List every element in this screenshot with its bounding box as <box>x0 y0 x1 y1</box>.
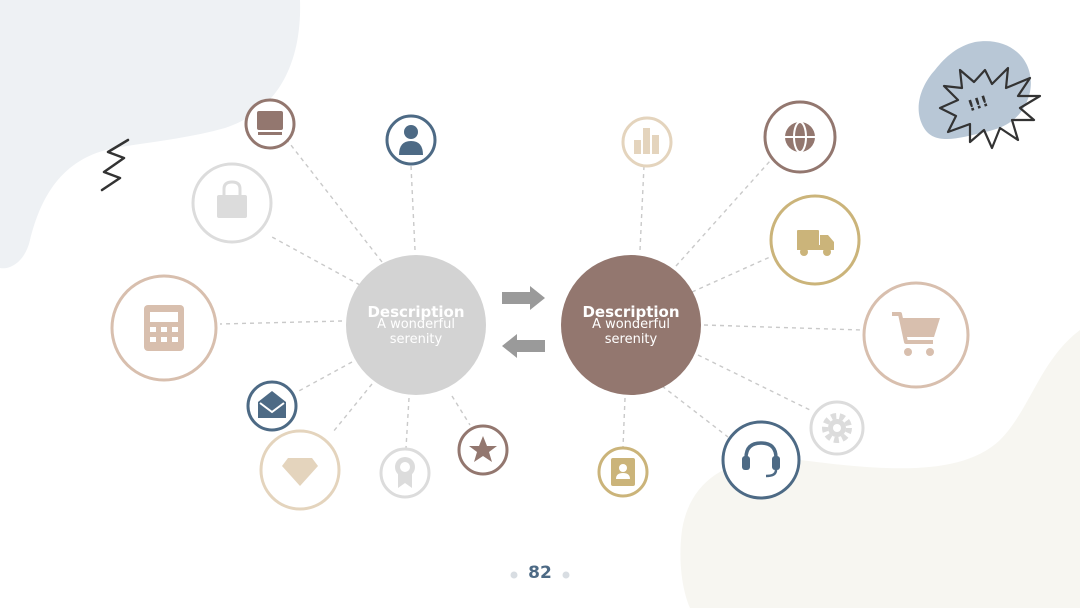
page-number: 82 <box>528 563 552 583</box>
shopping-bag-icon <box>217 180 247 218</box>
hub-right[interactable]: Description A wonderful serenity <box>561 255 701 395</box>
starburst-icon <box>938 66 1042 150</box>
node-star[interactable] <box>457 424 509 476</box>
background-blob-badge <box>918 41 1031 140</box>
node-headset[interactable] <box>721 420 801 500</box>
starburst-badge: !!! <box>938 66 1042 150</box>
award-icon <box>395 457 415 488</box>
calculator-icon <box>144 305 184 351</box>
headset-icon <box>742 441 780 478</box>
shopping-cart-icon <box>892 312 940 356</box>
hub-title: Description <box>582 302 680 321</box>
node-bar-chart[interactable] <box>621 116 673 168</box>
truck-icon <box>797 230 834 256</box>
gear-icon <box>822 413 852 443</box>
zigzag-squiggle-icon <box>100 138 130 192</box>
node-award[interactable] <box>379 447 431 499</box>
bar-chart-icon <box>634 128 659 154</box>
node-monitor[interactable] <box>244 98 296 150</box>
connector-lines <box>219 139 863 449</box>
node-user[interactable] <box>385 114 437 166</box>
user-icon <box>399 125 423 155</box>
background-blob-top-left <box>0 0 301 269</box>
node-calculator[interactable] <box>110 274 218 382</box>
monitor-icon <box>257 111 283 135</box>
node-mail[interactable] <box>246 380 298 432</box>
page-dot-right <box>562 571 570 579</box>
diamond-icon <box>282 458 318 486</box>
badge-text: !!! <box>965 92 990 115</box>
mail-open-icon <box>258 391 286 418</box>
node-diamond[interactable] <box>259 429 341 511</box>
arrow-right-icon <box>502 286 545 310</box>
node-gear[interactable] <box>809 400 865 456</box>
hub-left[interactable]: Description A wonderful serenity <box>346 255 486 395</box>
page-dot-left <box>510 571 518 579</box>
hub-title: Description <box>367 302 465 321</box>
star-icon <box>469 436 497 462</box>
contact-book-icon <box>611 458 635 486</box>
hub-subtitle: A wonderful serenity <box>377 316 455 347</box>
node-globe[interactable] <box>763 100 837 174</box>
arrow-left-icon <box>502 334 545 358</box>
node-contact-book[interactable] <box>597 446 649 498</box>
hub-subtitle: A wonderful serenity <box>592 316 670 347</box>
globe-icon <box>785 121 815 153</box>
background-blob-bottom-right <box>680 330 1080 608</box>
node-shopping-bag[interactable] <box>191 162 273 244</box>
node-truck[interactable] <box>769 194 861 286</box>
node-shopping-cart[interactable] <box>862 281 970 389</box>
